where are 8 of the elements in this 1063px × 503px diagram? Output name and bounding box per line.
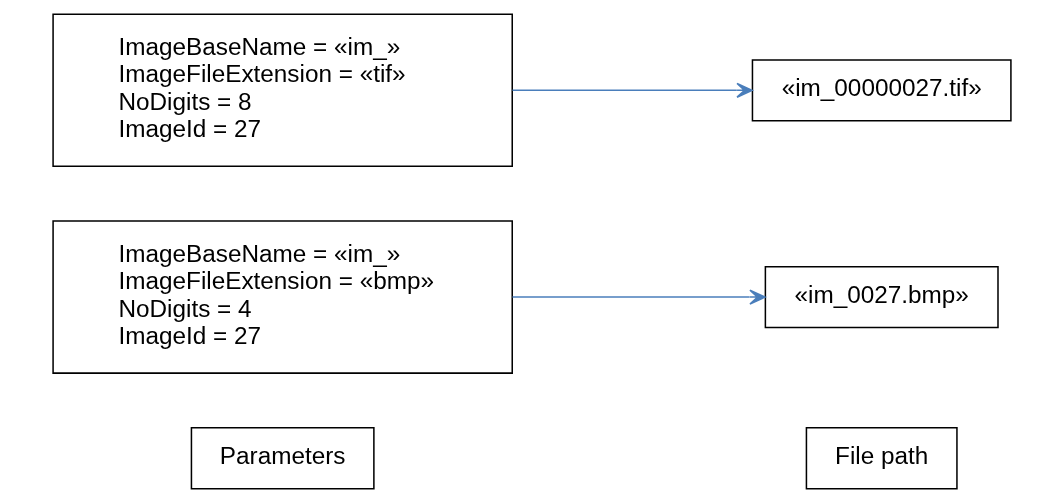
node-box: ImageBaseName = «im_» ImageFileExtension = «tif» NoDigits = 8 ImageId = 27 <box>51 13 513 168</box>
node-box: «im_00000027.tif» <box>751 59 1012 122</box>
node-box: File path <box>805 427 958 490</box>
arrow <box>511 289 766 305</box>
arrow <box>511 82 753 98</box>
node-box: Parameters <box>190 427 375 490</box>
node-box: ImageBaseName = «im_» ImageFileExtension = «bmp» NoDigits = 4 ImageId = 27 <box>51 220 513 374</box>
node-box: «im_0027.bmp» <box>764 265 999 329</box>
